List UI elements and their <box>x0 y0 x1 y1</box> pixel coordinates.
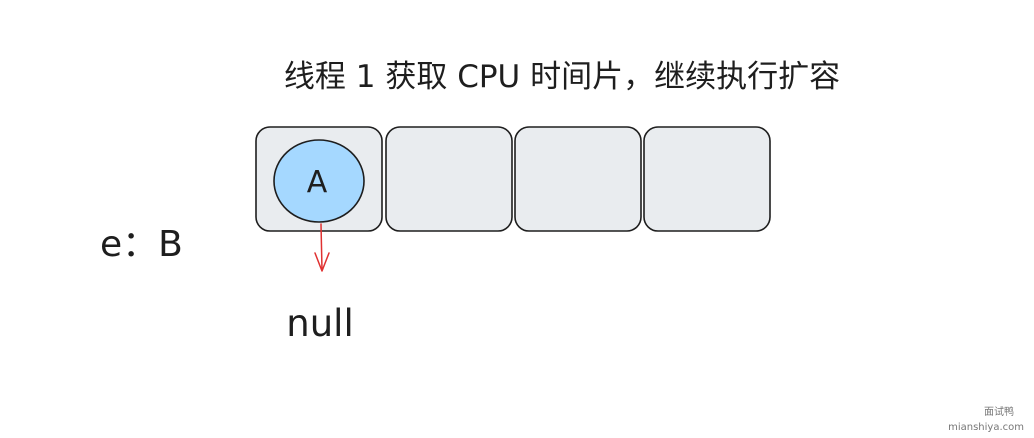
node-a: A <box>273 139 365 223</box>
watermark: 面试鸭 mianshiya.com <box>948 405 1024 433</box>
watermark-line-2: mianshiya.com <box>948 422 1024 433</box>
diagram-title: 线程 1 获取 CPU 时间片，继续执行扩容 <box>284 59 840 95</box>
bucket-slot-3 <box>643 126 771 232</box>
bucket-slot-1 <box>385 126 513 232</box>
node-a-circle <box>273 139 365 223</box>
node-a-label: A <box>307 165 328 200</box>
null-label: null <box>286 302 353 345</box>
variable-e-label: e：B <box>100 224 183 265</box>
watermark-line-1: 面试鸭 <box>984 405 1014 418</box>
arrow-shaft <box>320 223 323 271</box>
bucket-slot-2 <box>514 126 642 232</box>
arrowhead-icon <box>314 252 330 272</box>
next-pointer-arrow <box>314 223 330 272</box>
